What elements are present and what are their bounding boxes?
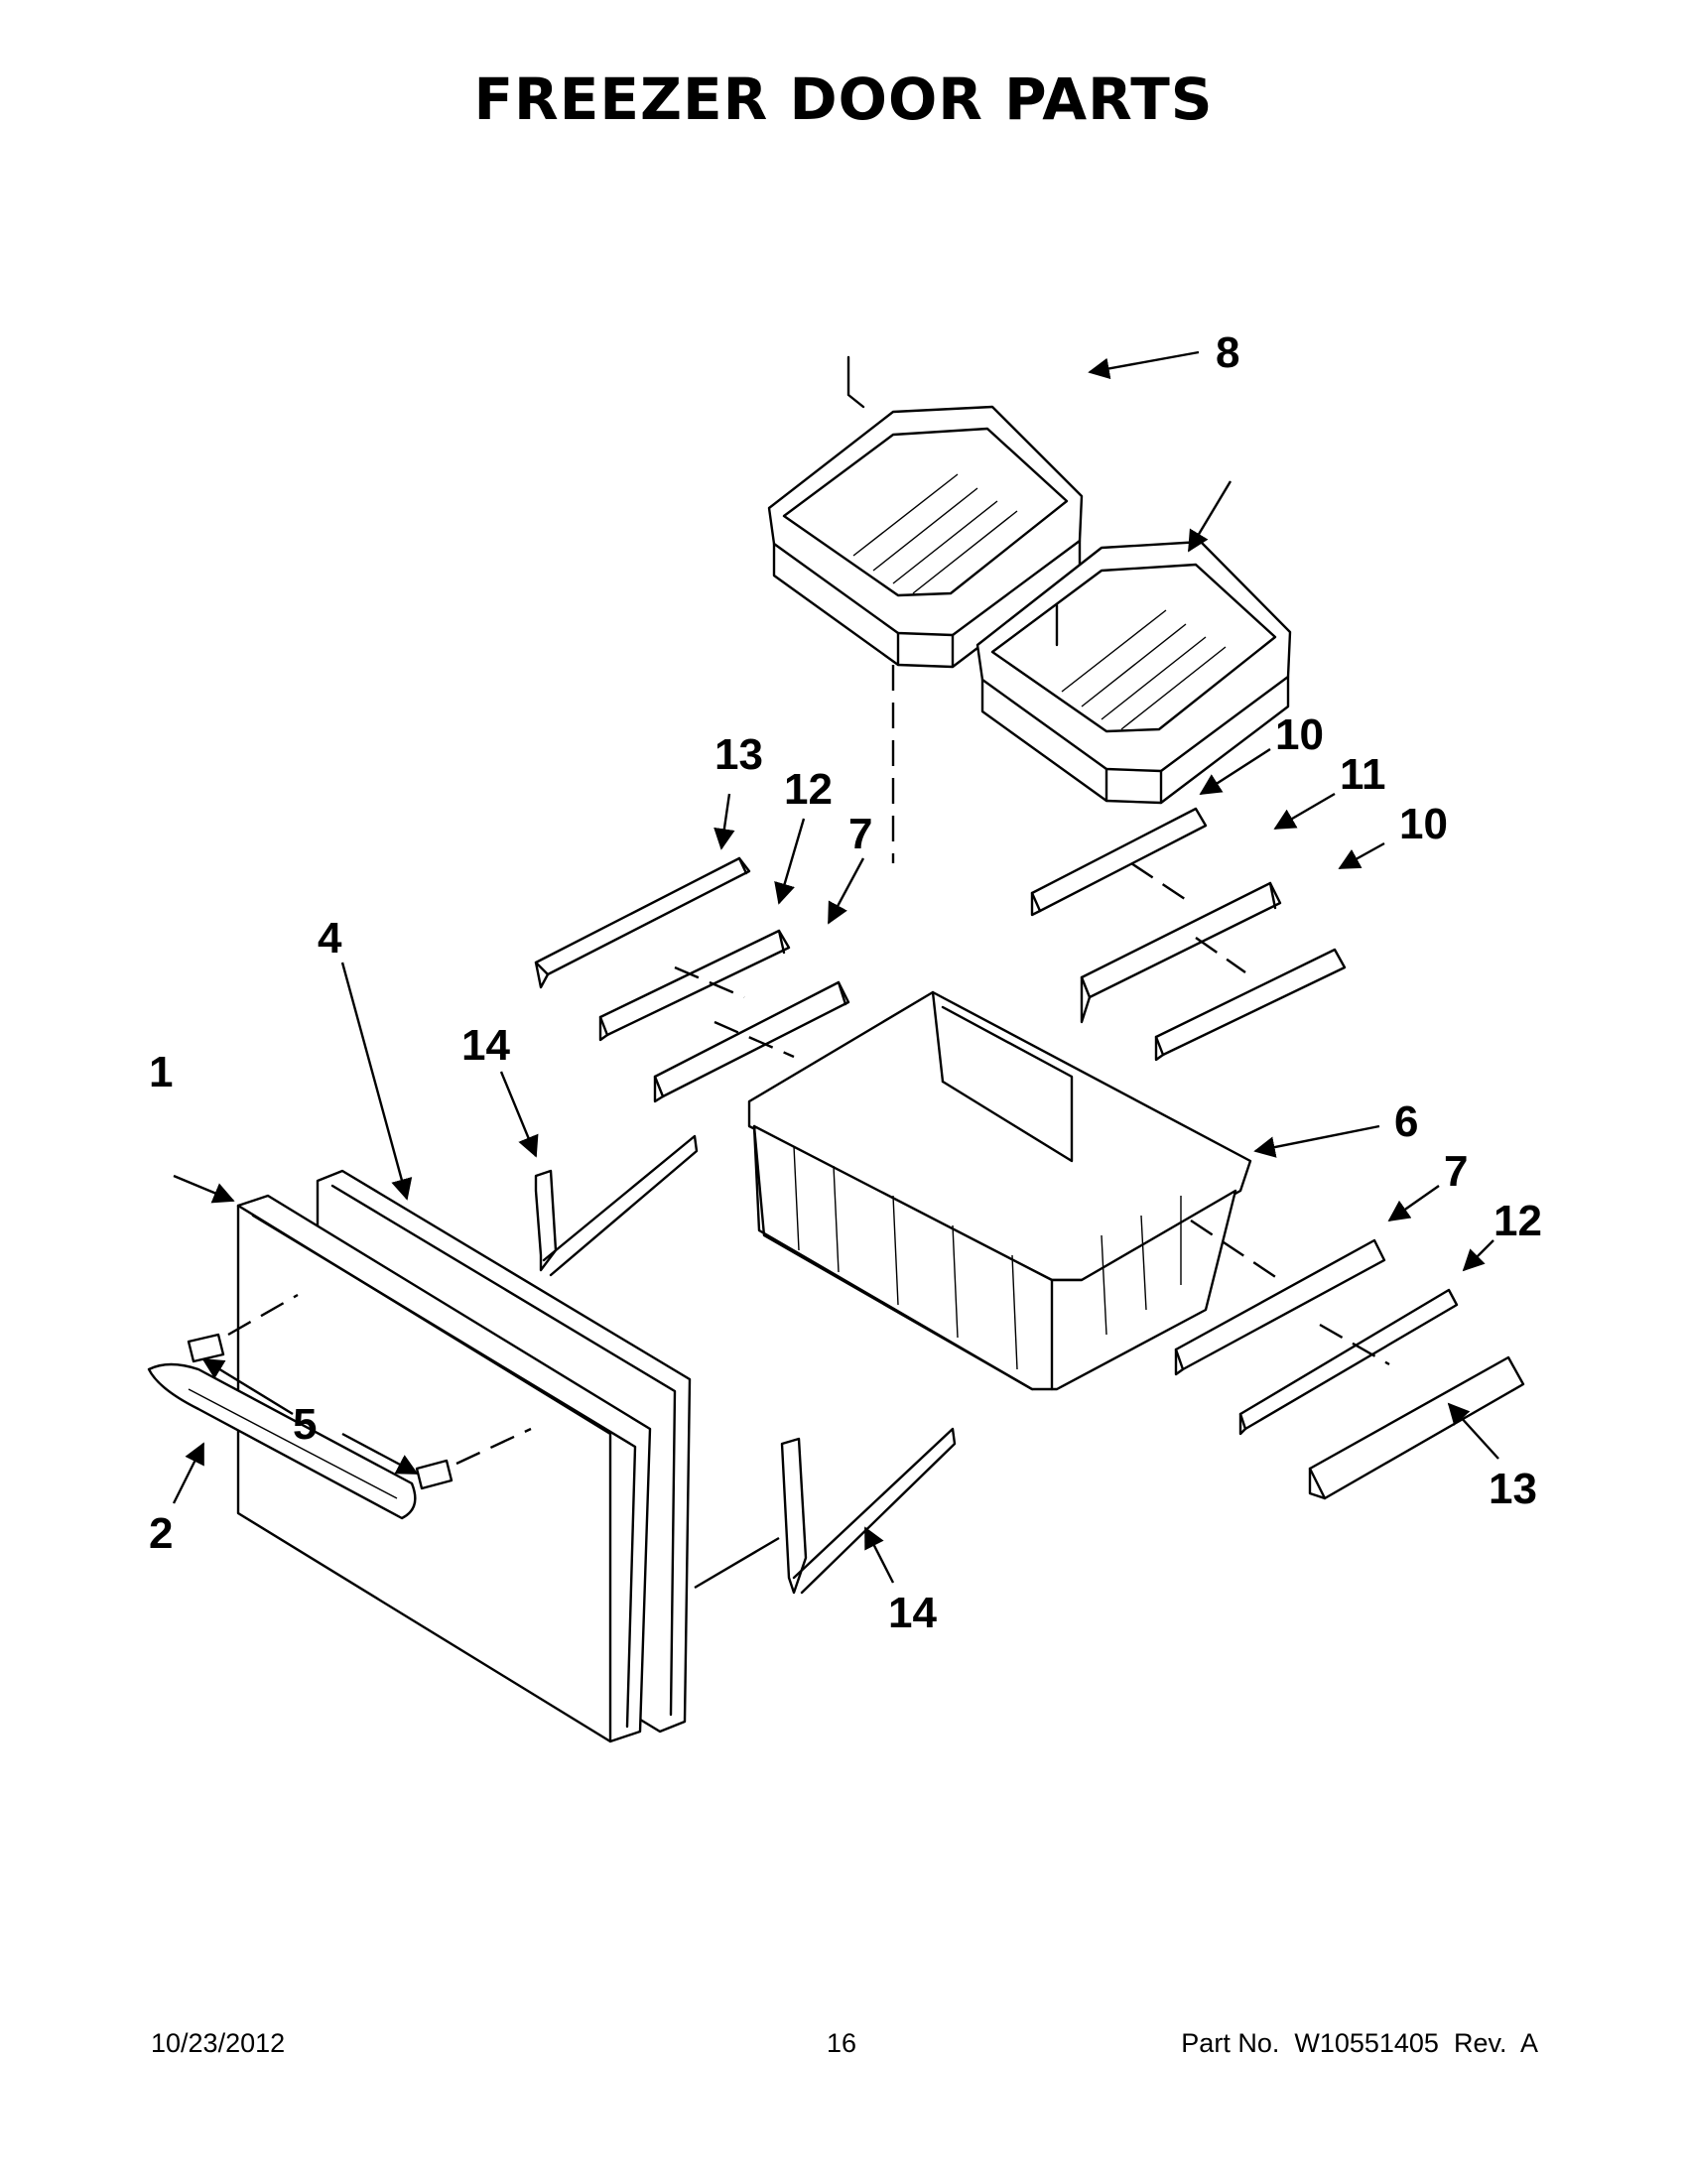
callout-12-upper: 12 [784,765,833,814]
upper-basket-left [767,355,1084,669]
callout-14-lower: 14 [888,1589,937,1637]
callout-1: 1 [149,1048,173,1096]
callout-13-lower: 13 [1489,1465,1537,1513]
callout-11: 11 [1340,750,1386,799]
callout-4: 4 [318,914,342,963]
handle-screw-left [187,1333,225,1363]
callout-8: 8 [1216,328,1239,377]
callout-14-upper: 14 [461,1021,510,1070]
callout-6: 6 [1394,1097,1418,1146]
callout-7-upper: 7 [848,810,872,858]
footer-page-number: 16 [827,2028,857,2058]
callout-7-lower: 7 [1444,1147,1468,1196]
right-rail-set [1030,807,1347,1062]
lower-freezer-basket [747,990,1252,1391]
lower-right-rail-set [1174,1220,1525,1500]
footer-part-number: Part No. W10551405 Rev. A [1181,2028,1538,2058]
door-handle [147,1362,417,1520]
callout-12-lower: 12 [1493,1197,1542,1245]
callout-13-upper: 13 [714,730,763,779]
upper-bracket [534,1134,699,1277]
upper-basket-right [975,540,1292,805]
page-title: FREEZER DOOR PARTS [473,65,1214,133]
callout-leaders [172,350,1499,1584]
callout-5: 5 [293,1400,317,1449]
handle-screw-right [415,1459,454,1490]
left-rail-set [534,856,850,1103]
callout-10-upper: 10 [1275,710,1324,759]
footer-date: 10/23/2012 [151,2028,286,2058]
lower-bracket [780,1427,957,1595]
callout-2: 2 [149,1509,173,1558]
callout-10-lower: 10 [1399,800,1448,848]
